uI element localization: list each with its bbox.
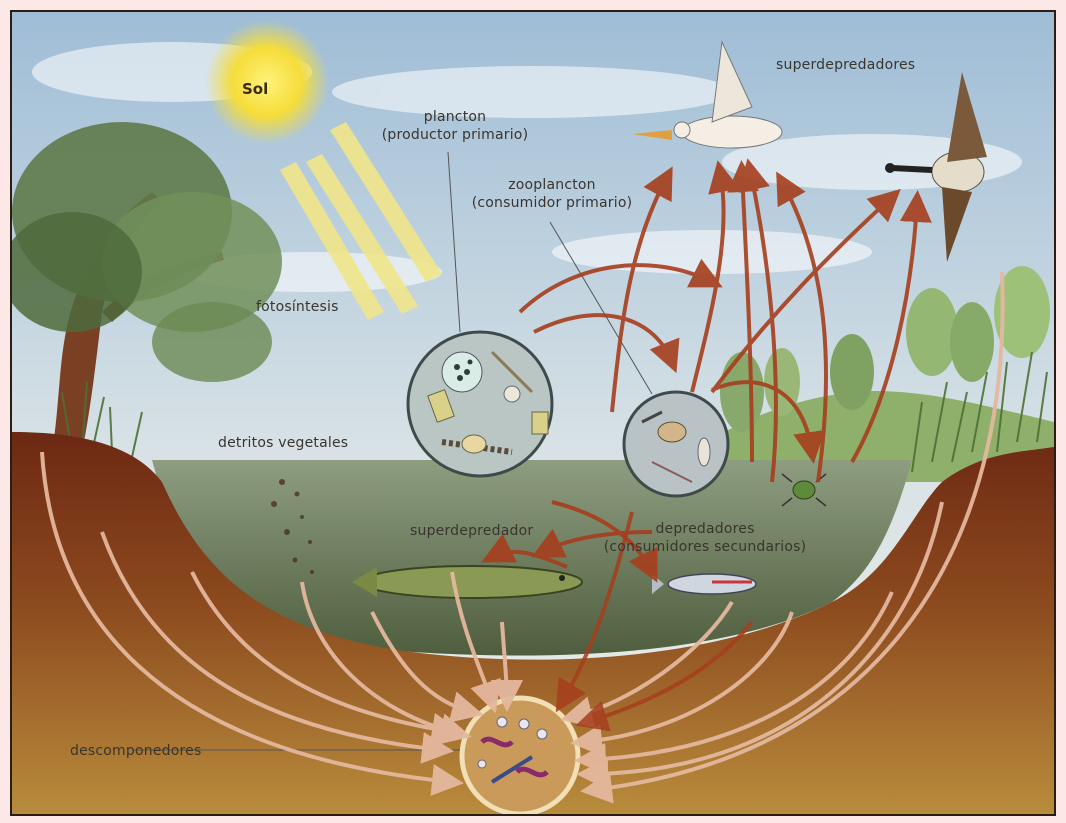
plankton-label: plancton (productor primario) — [370, 108, 540, 144]
decomposers-circle — [462, 698, 578, 814]
predators-title: depredadores — [580, 520, 830, 538]
food-web-scene: Sol fotosíntesis plancton (productor pri… — [10, 10, 1056, 816]
zooplankton-circle — [624, 392, 728, 496]
top-predator-label: superdepredador — [410, 522, 533, 540]
zooplankton-label: zooplancton (consumidor primario) — [452, 176, 652, 212]
plankton-title: plancton — [370, 108, 540, 126]
predators-role: (consumidores secundarios) — [580, 538, 830, 556]
zooplankton-role: (consumidor primario) — [452, 194, 652, 212]
plant-detritus-label: detritos vegetales — [218, 434, 348, 452]
plankton-role: (productor primario) — [370, 126, 540, 144]
decomposers-label: descomponedores — [70, 742, 201, 760]
zooplankton-title: zooplancton — [452, 176, 652, 194]
predators-label: depredadores (consumidores secundarios) — [580, 520, 830, 556]
sun-label: Sol — [242, 80, 268, 98]
top-predators-label: superdepredadores — [776, 56, 915, 74]
phytoplankton-circle — [408, 332, 552, 476]
photosynthesis-label: fotosíntesis — [256, 298, 339, 316]
